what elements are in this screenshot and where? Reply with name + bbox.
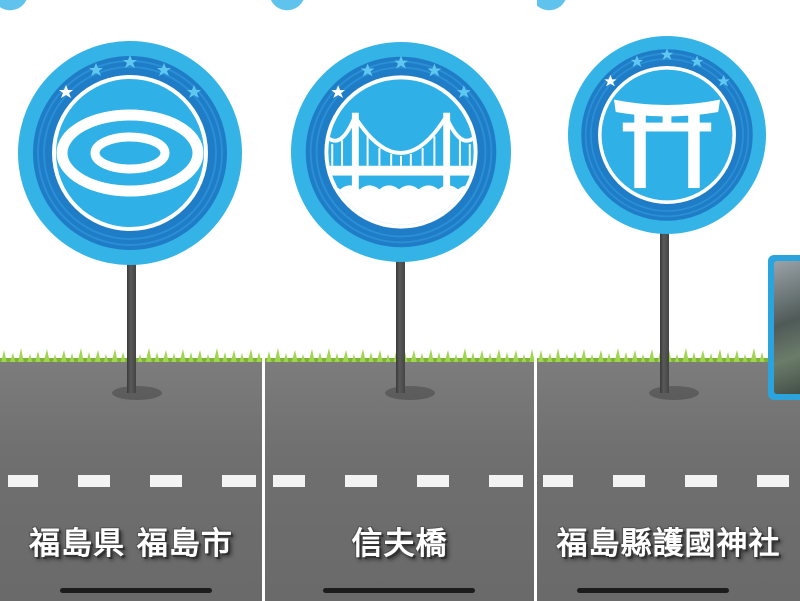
location-sign[interactable] — [18, 41, 242, 265]
torii-gate-icon — [613, 99, 721, 189]
road — [537, 362, 800, 601]
location-label: 信夫橋 — [351, 526, 448, 562]
sign-pole — [396, 255, 405, 393]
lane-dash — [273, 475, 305, 487]
pole-shadow — [649, 386, 699, 400]
lane-dash — [685, 475, 717, 487]
location-card-fukushima-city[interactable]: 福島県 福島市 — [0, 0, 262, 601]
lane-dash — [417, 475, 449, 487]
lane-dash — [345, 475, 377, 487]
ribbon-decoration — [268, 0, 310, 15]
location-sign[interactable] — [291, 42, 511, 262]
pole-shadow — [112, 386, 162, 400]
lane-dash — [757, 475, 789, 487]
photo-thumbnail — [774, 261, 800, 394]
lane-dash — [78, 475, 110, 487]
pole-shadow — [385, 386, 435, 400]
road — [0, 362, 262, 601]
lane-dash — [150, 475, 182, 487]
home-indicator — [60, 588, 212, 593]
sign-pole — [127, 255, 136, 393]
panel-divider — [534, 0, 537, 601]
location-card-gokoku-shrine[interactable]: 福島縣護國神社 — [537, 0, 800, 601]
lane-dash — [613, 475, 645, 487]
ribbon-decoration — [0, 0, 33, 15]
suspension-bridge-icon — [328, 112, 474, 225]
lane-dash — [489, 475, 523, 487]
location-sign[interactable] — [568, 36, 766, 234]
panel-divider — [262, 0, 265, 601]
lane-dash — [222, 475, 256, 487]
home-indicator — [323, 588, 475, 593]
stadium-rings-icon — [56, 109, 204, 197]
location-card-shinobu-bridge[interactable]: 信夫橋 — [265, 0, 534, 601]
next-card-thumbnail[interactable] — [768, 255, 800, 400]
lane-dash — [543, 475, 573, 487]
location-label: 福島県 福島市 — [29, 526, 233, 562]
ribbon-decoration — [537, 0, 572, 15]
location-label: 福島縣護國神社 — [556, 526, 781, 562]
home-indicator — [577, 588, 729, 593]
sign-pole — [660, 228, 669, 393]
lane-dash — [8, 475, 38, 487]
